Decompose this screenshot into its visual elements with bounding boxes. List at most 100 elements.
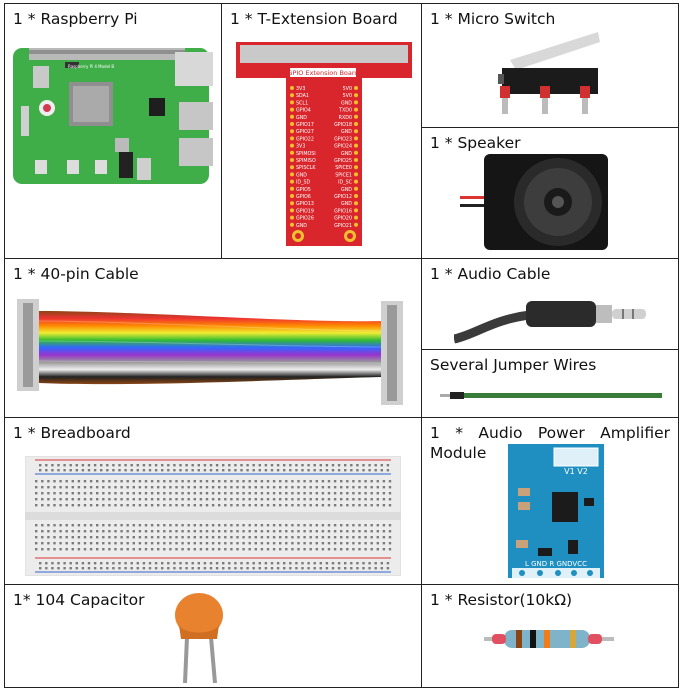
ext-pin-dot <box>354 86 358 90</box>
resistor-label: 1 * Resistor(10kΩ) <box>430 591 573 609</box>
ext-pin-label-left: SDA1 <box>296 93 309 99</box>
ext-pin-label-left: SCL1 <box>296 100 308 106</box>
ext-pin-label-left: GPIO5 <box>296 187 311 193</box>
raspberry-pi-image: Raspberry Pi 4 Model B <box>13 48 213 184</box>
ext-pin-dot <box>354 114 358 119</box>
ext-pin-dot <box>290 172 294 177</box>
ext-pin-dot <box>354 172 358 177</box>
ext-pin-dot <box>354 222 358 227</box>
ext-pin-dot <box>354 208 358 213</box>
ext-pin-dot <box>354 150 358 155</box>
ext-pin-dot <box>290 136 294 141</box>
ext-pin-dot <box>290 186 294 191</box>
ext-pin-label-right: 5V0 <box>343 86 352 92</box>
cell-40-pin-cable: 1 * 40-pin Cable <box>4 258 422 418</box>
cell-audio-cable: 1 * Audio Cable <box>421 258 679 350</box>
ext-pin-dot <box>290 122 294 126</box>
ext-pin-label-right: GPIO24 <box>334 144 352 150</box>
ext-pin-label-right: GPIO12 <box>334 194 352 200</box>
ext-pin-label-left: GPIO4 <box>296 108 311 114</box>
ext-pin-label-left: GND <box>296 115 307 121</box>
ext-pin-dot <box>354 136 358 141</box>
audio-cable-label: 1 * Audio Cable <box>430 265 551 283</box>
raspberry-pi-label: 1 * Raspberry Pi <box>13 10 138 28</box>
ext-pin-dot <box>354 165 358 170</box>
t-extension-label: 1 * T-Extension Board <box>230 10 398 28</box>
ext-pin-label-right: TXD0 <box>338 108 352 114</box>
cell-jumper-wires: Several Jumper Wires <box>421 349 679 418</box>
ext-pin-label-left: SPIMOSI <box>296 151 316 157</box>
ext-pin-dot <box>290 86 294 90</box>
ext-pin-dot <box>354 215 358 220</box>
ext-pin-label-right: GND <box>341 201 352 207</box>
ext-pin-label-right: SPICE0 <box>335 165 352 171</box>
cell-amp-module: 1 * Audio Power Amplifier Module V1 V2 L… <box>421 417 679 585</box>
ext-pin-dot <box>354 179 358 184</box>
ext-pin-label-left: SPISCLK <box>296 165 316 171</box>
t-extension-image: GPIO Extension Board 3V3SDA1SCL1GPIO4GND… <box>236 42 412 246</box>
ext-pin-label-right: 5V0 <box>343 93 352 99</box>
ext-pin-dot <box>354 186 358 191</box>
ext-pin-label-left: GND <box>296 223 307 229</box>
ext-pin-dot <box>354 194 358 198</box>
svg-text:V1 V2: V1 V2 <box>564 467 588 476</box>
speaker-label: 1 * Speaker <box>430 134 521 152</box>
ext-pin-label-left: GPIO27 <box>296 129 314 135</box>
ext-pin-dot <box>354 201 358 206</box>
ext-pin-label-left: 3V3 <box>296 144 305 150</box>
cell-capacitor: 1* 104 Capacitor <box>4 584 422 688</box>
cell-raspberry-pi: 1 * Raspberry Pi Raspberry Pi 4 Model B <box>4 3 222 259</box>
ext-pin-label-left: GPIO13 <box>296 201 314 207</box>
capacitor-label: 1* 104 Capacitor <box>13 591 145 609</box>
svg-text:Raspberry Pi 4 Model B: Raspberry Pi 4 Model B <box>68 64 114 69</box>
ext-pin-label-left: GPIO22 <box>296 136 314 142</box>
cell-resistor: 1 * Resistor(10kΩ) <box>421 584 679 688</box>
ext-pin-label-left: GPIO19 <box>296 208 314 214</box>
breadboard-label: 1 * Breadboard <box>13 424 131 442</box>
audio-cable-image <box>454 301 646 344</box>
ext-pin-dot <box>354 122 358 126</box>
ext-pin-label-right: GND <box>341 187 352 193</box>
ext-pin-dot <box>290 100 294 105</box>
jumper-wires-label: Several Jumper Wires <box>430 356 597 374</box>
cable-40pin-label: 1 * 40-pin Cable <box>13 265 139 283</box>
ext-pin-dot <box>290 107 294 112</box>
ext-pin-dot <box>290 129 294 134</box>
ext-pin-dot <box>290 201 294 206</box>
ext-pin-dot <box>290 165 294 170</box>
ext-pin-dot <box>290 208 294 213</box>
ext-pin-label-left: GPIO6 <box>296 194 311 200</box>
micro-switch-label: 1 * Micro Switch <box>430 10 556 28</box>
svg-text:GPIO Extension Board: GPIO Extension Board <box>287 69 358 77</box>
ext-pin-label-right: GND <box>341 100 352 106</box>
ext-pin-dot <box>354 93 358 98</box>
ext-pin-dot <box>290 158 294 162</box>
ext-pin-label-left: GPIO17 <box>296 122 314 128</box>
ext-pin-label-left: ID_SD <box>296 180 311 186</box>
cell-speaker: 1 * Speaker <box>421 127 679 259</box>
amp-module-label: 1 * Audio Power Amplifier Module <box>430 424 670 462</box>
capacitor-image <box>175 593 223 684</box>
micro-switch-image <box>498 32 600 114</box>
ext-pin-label-right: GPIO18 <box>334 122 352 128</box>
ext-pin-label-left: SPIMISO <box>296 158 316 164</box>
ext-pin-label-right: GPIO25 <box>334 158 352 164</box>
cable-40pin-image <box>17 299 403 405</box>
ext-pin-dot <box>290 93 294 98</box>
ext-pin-dot <box>354 100 358 105</box>
ext-pin-dot <box>290 143 294 148</box>
resistor-image <box>484 630 614 648</box>
ext-pin-label-left: GPIO26 <box>296 216 314 222</box>
ext-pin-label-right: GPIO16 <box>334 208 352 214</box>
jumper-wire-image <box>440 392 662 399</box>
ext-pin-dot <box>290 114 294 119</box>
ext-pin-label-right: RXD0 <box>339 115 352 121</box>
ext-pin-dot <box>290 194 294 198</box>
breadboard-image <box>25 456 401 576</box>
ext-pin-dot <box>290 150 294 155</box>
ext-pin-dot <box>354 143 358 148</box>
ext-pin-label-right: GPIO20 <box>334 216 352 222</box>
ext-pin-dot <box>354 129 358 134</box>
ext-pin-label-right: ID_SC <box>338 180 353 186</box>
ext-pin-label-right: GND <box>341 129 352 135</box>
